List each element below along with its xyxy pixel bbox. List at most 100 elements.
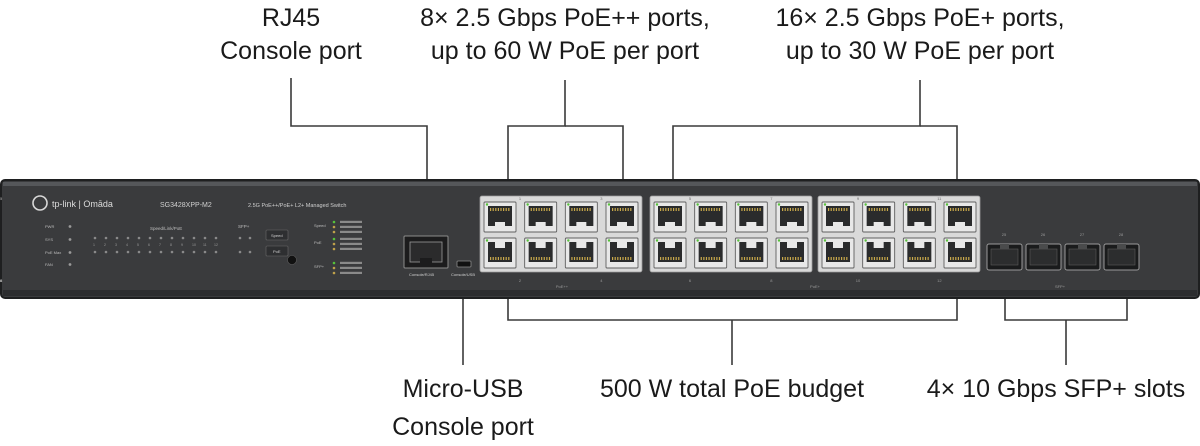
rj45-port-tab — [665, 222, 675, 228]
port-led-number: 11 — [203, 243, 207, 247]
rj45-pin — [846, 257, 848, 260]
rj45-pin — [497, 208, 499, 211]
rj45-pin — [876, 257, 878, 260]
rj45-pin — [505, 257, 507, 260]
rj45-pin — [541, 257, 543, 260]
rj45-pin — [833, 257, 835, 260]
rj45-pin — [927, 257, 929, 260]
rj45-pin — [700, 257, 702, 260]
rj45-pin — [490, 257, 492, 260]
rj45-pin — [627, 257, 629, 260]
rj45-pin — [784, 208, 786, 211]
port-led — [214, 250, 218, 254]
rj45-pin — [703, 257, 705, 260]
rj45-pin — [508, 208, 510, 211]
callout-rj45-console: RJ45 Console port — [200, 2, 382, 68]
port-activity-led — [864, 239, 867, 242]
rj45-pin — [914, 208, 916, 211]
rj45-pin — [884, 208, 886, 211]
rj45-pin — [835, 257, 837, 260]
rj45-pin — [746, 208, 748, 211]
rj45-pin — [675, 257, 677, 260]
rj45-pin — [919, 208, 921, 211]
port-activity-led — [823, 239, 827, 242]
rj45-pin — [490, 208, 492, 211]
port-led-number: 1 — [93, 243, 95, 247]
speed-mode-button[interactable] — [265, 229, 289, 241]
port-led-number: 2 — [104, 243, 106, 247]
reset-button[interactable] — [287, 255, 297, 265]
mode-label: PoE — [314, 240, 322, 245]
port-led — [203, 236, 207, 240]
port-number: 18 — [0, 278, 3, 283]
rj45-pin — [746, 257, 748, 260]
mode-label: SFP+ — [314, 264, 325, 269]
sfp-slot-cage — [1068, 248, 1097, 266]
sfp-led — [248, 236, 252, 240]
rj45-pin — [838, 257, 840, 260]
rj45-pin — [960, 257, 962, 260]
port-activity-led — [864, 203, 867, 206]
rj45-pin — [660, 208, 662, 211]
rj45-pin — [630, 257, 632, 260]
rj45-pin — [927, 208, 929, 211]
port-activity-led — [905, 239, 908, 242]
callout-poe-budget: 500 W total PoE budget — [572, 373, 892, 406]
poe-plus-group-b — [817, 195, 981, 273]
rj45-port-tab — [617, 222, 627, 228]
port-led — [148, 250, 152, 254]
rj45-pin — [586, 208, 589, 211]
port-activity-led — [655, 239, 659, 242]
rj45-pin — [708, 257, 710, 260]
rj45-pin — [886, 257, 889, 260]
rj45-pin — [955, 208, 957, 211]
rj45-pin — [665, 208, 667, 211]
sfp-number: 25 — [1002, 232, 1007, 237]
sfp-slot-latch — [1000, 244, 1009, 249]
rj45-port-tab — [873, 242, 884, 248]
rj45-pin — [619, 208, 621, 211]
rj45-pin — [622, 208, 624, 211]
rj45-pin — [576, 257, 578, 260]
rj45-pin — [630, 208, 632, 211]
console-usb-label: Console/USB — [451, 272, 475, 277]
rj45-pin — [797, 257, 799, 260]
brand-text: tp-link | Omāda — [52, 199, 113, 209]
rj45-pin — [833, 208, 835, 211]
rj45-pin — [625, 208, 627, 211]
mode-led — [332, 271, 336, 275]
rj45-pin — [716, 257, 718, 260]
rj45-pin — [759, 257, 761, 260]
rj45-pin — [673, 257, 675, 260]
rj45-port-tab — [705, 222, 716, 228]
rj45-pin — [751, 257, 753, 260]
poe-mode-button[interactable] — [265, 245, 289, 257]
rj45-pin — [703, 208, 705, 211]
rj45-pin — [584, 208, 586, 211]
port-led — [192, 250, 196, 254]
port-number: 4 — [600, 278, 603, 283]
chassis-top-highlight — [3, 182, 1197, 186]
rj45-pin — [960, 208, 962, 211]
rj45-pin — [700, 208, 702, 211]
callout-budget-line1: 500 W total PoE budget — [599, 375, 865, 403]
rj45-pin — [963, 208, 965, 211]
port-number: 24 — [0, 278, 3, 283]
rj45-pin — [789, 208, 791, 211]
port-activity-led — [655, 203, 659, 206]
port-led-number: 8 — [170, 243, 172, 247]
rj45-pin — [665, 257, 667, 260]
callout-poe-pp-ports: 8× 2.5 Gbps PoE++ ports, up to 60 W PoE … — [400, 2, 730, 68]
micro-usb-console-port[interactable] — [456, 260, 472, 268]
sfp-slot-latch — [1117, 244, 1126, 249]
rj45-pin — [749, 257, 751, 260]
rj45-console-tab — [420, 258, 432, 264]
rj45-pin — [533, 257, 535, 260]
mode-led-text — [340, 220, 362, 223]
rj45-pin — [841, 208, 843, 211]
rj45-pin — [541, 208, 543, 211]
port-number: 23 — [0, 196, 3, 201]
